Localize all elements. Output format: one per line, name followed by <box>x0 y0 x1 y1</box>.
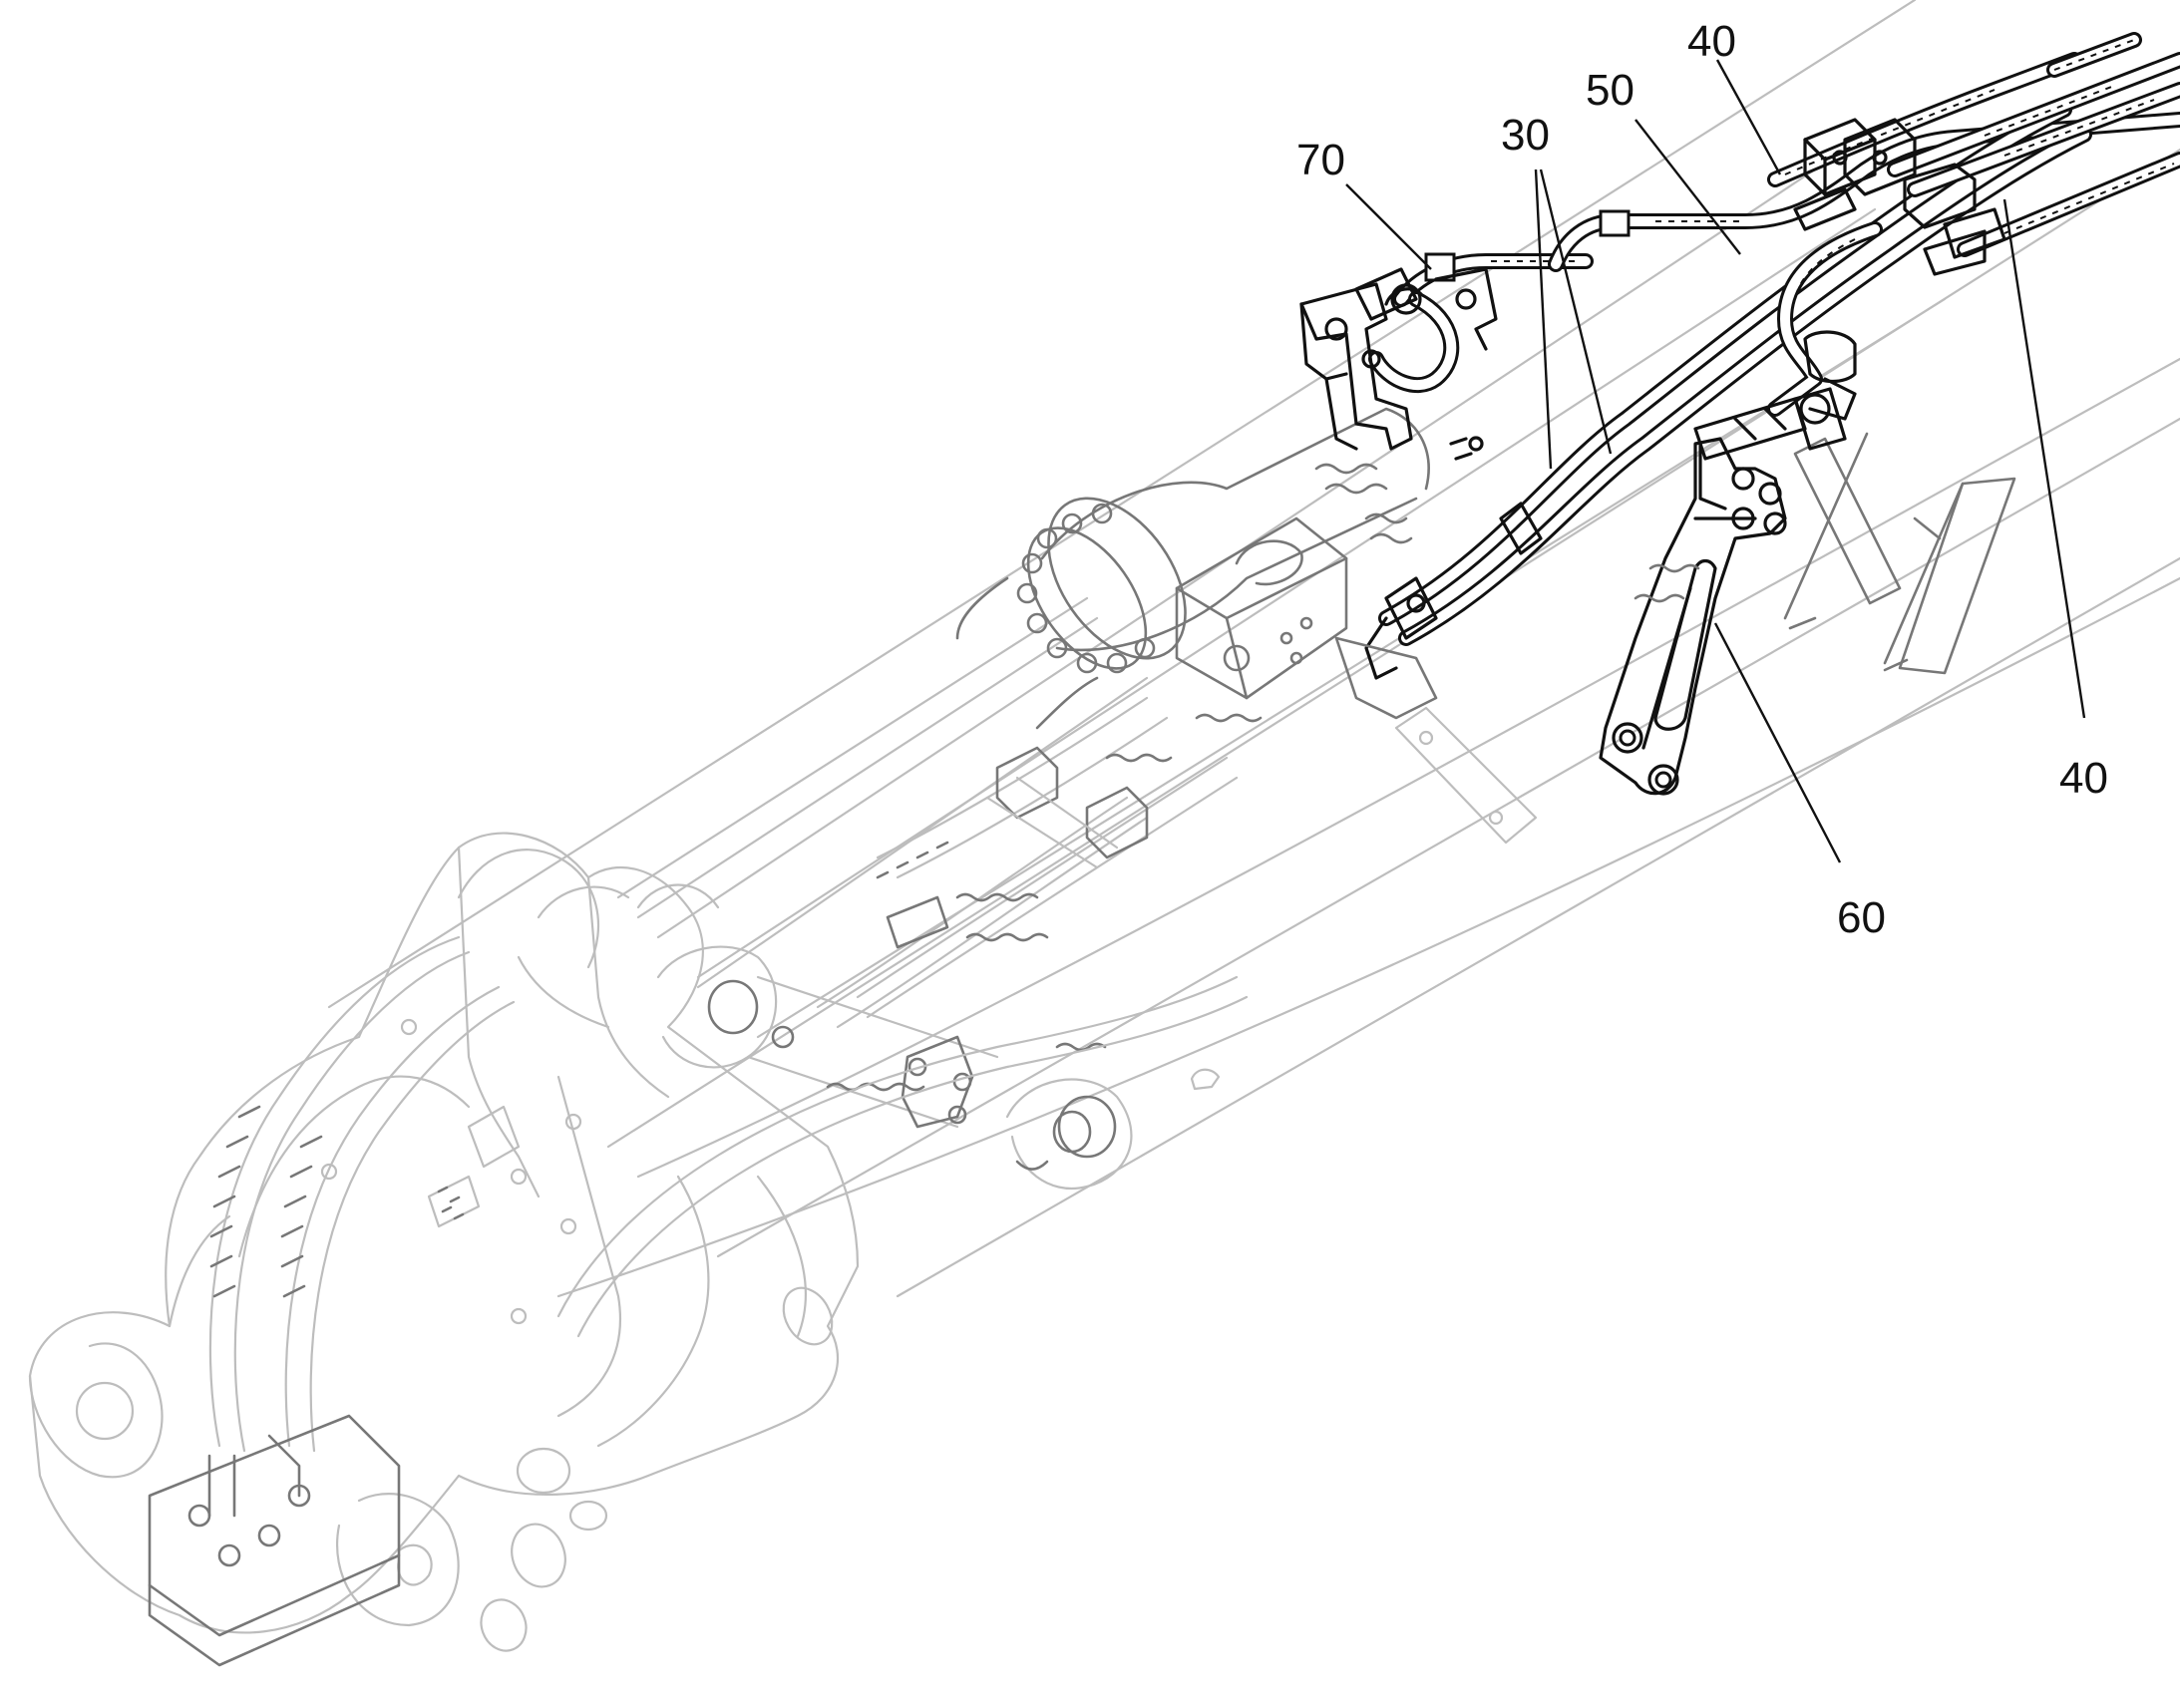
leader-lines <box>1345 59 2086 863</box>
bracket-60 <box>1599 437 1787 796</box>
main-cylinder <box>616 407 1430 989</box>
label-60: 60 <box>1837 893 1886 942</box>
pivot-links <box>556 945 1249 1338</box>
hose-70 <box>1354 252 1594 393</box>
reference-labels: 70 30 50 40 40 60 <box>1296 17 2108 942</box>
hose-50 <box>1548 112 2180 272</box>
label-30: 30 <box>1501 111 1550 160</box>
head-hoses <box>148 935 516 1667</box>
leader-50 <box>1635 119 1741 255</box>
leader-40-right <box>2002 198 2086 719</box>
leader-30-b <box>1539 169 1613 455</box>
label-50: 50 <box>1586 66 1635 115</box>
leader-60 <box>1713 622 1842 863</box>
hose-40-set <box>1693 32 2180 461</box>
forward-bracket <box>1299 267 1498 451</box>
label-40-top: 40 <box>1687 17 1736 66</box>
boom-structure <box>327 0 2180 1298</box>
mid-hoses <box>816 696 1263 1029</box>
leader-40-top <box>1715 59 1782 175</box>
label-40-right: 40 <box>2059 754 2108 803</box>
head-assembly <box>28 832 860 1652</box>
label-70: 70 <box>1296 136 1345 184</box>
leader-30-a <box>1534 169 1553 470</box>
bolt-flange <box>1016 503 1156 674</box>
lower-rail-plate <box>1190 706 1538 1091</box>
leader-70 <box>1345 183 1432 270</box>
spare-brackets <box>1783 432 2016 675</box>
